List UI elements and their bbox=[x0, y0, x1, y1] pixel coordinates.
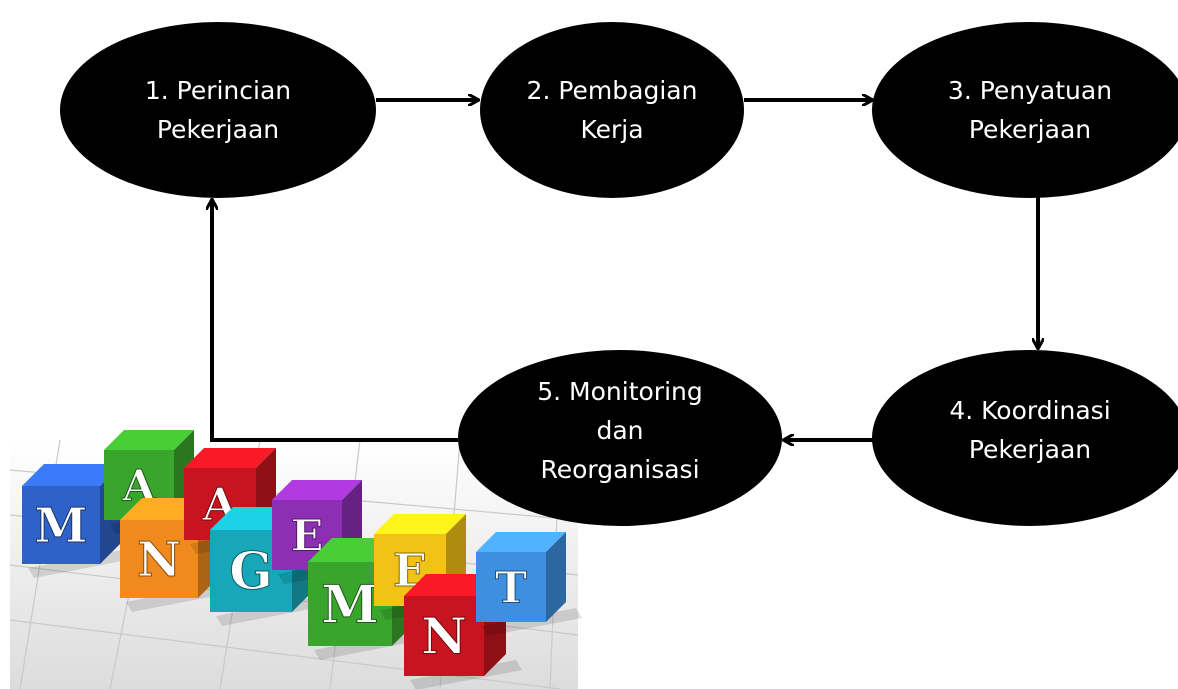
cube-side-face bbox=[546, 532, 566, 622]
cube-top-face bbox=[476, 532, 566, 552]
cube-top-face bbox=[104, 430, 194, 450]
cube-letter: G bbox=[229, 542, 273, 602]
edges bbox=[212, 100, 1038, 440]
cube-top-face bbox=[22, 464, 122, 486]
cube-front-face bbox=[476, 552, 546, 622]
cube-top-face bbox=[184, 448, 276, 468]
cube-front-face bbox=[22, 486, 100, 564]
node-pembagian-kerja bbox=[480, 22, 744, 198]
cube-front-face bbox=[404, 596, 484, 676]
letter-cube: N bbox=[120, 498, 236, 612]
arrow-5-to-1 bbox=[212, 200, 458, 442]
node-shape bbox=[60, 22, 376, 198]
node-shape bbox=[872, 350, 1178, 526]
node-monitoring-reorganisasi bbox=[458, 350, 782, 526]
cube-letter: M bbox=[34, 498, 87, 554]
cube-top-face bbox=[374, 514, 466, 534]
cube-letter: M bbox=[321, 574, 379, 635]
cube-letter: T bbox=[495, 563, 527, 613]
letter-cube: T bbox=[476, 532, 582, 636]
node-shape bbox=[872, 22, 1178, 198]
node-perincian-pekerjaan bbox=[60, 22, 376, 198]
cube-letter: N bbox=[421, 607, 467, 666]
node-shape bbox=[480, 22, 744, 198]
cube-letter: N bbox=[137, 532, 181, 588]
node-penyatuan-pekerjaan bbox=[872, 22, 1178, 198]
node-koordinasi-pekerjaan bbox=[872, 350, 1178, 526]
cube-top-face bbox=[272, 480, 362, 500]
node-shape bbox=[458, 350, 782, 526]
